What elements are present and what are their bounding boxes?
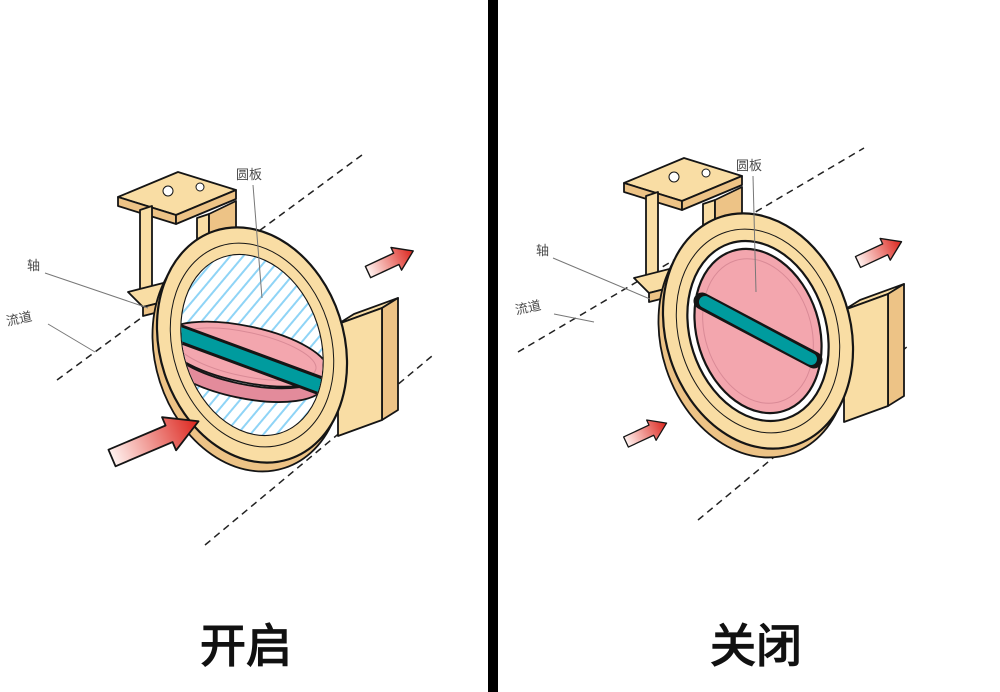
- valve-flange-block: [337, 297, 399, 437]
- flow-out-arrow: [364, 246, 414, 279]
- panel-divider: [488, 0, 498, 692]
- block-side-face: [381, 297, 399, 421]
- annotation-shaft: 轴: [536, 243, 651, 300]
- annotation-shaft: 轴: [27, 258, 149, 309]
- valve-shaft: [693, 292, 823, 369]
- annotation-disc: 圆板: [736, 158, 762, 293]
- block-side-face: [887, 283, 905, 407]
- bracket-plate-edge: [175, 189, 237, 225]
- flow-channel-label: 流道: [5, 309, 34, 329]
- open-caption: 开启: [200, 620, 292, 672]
- bolt-hole: [162, 185, 174, 197]
- ring-face-line: [169, 242, 335, 448]
- bolt-hole: [195, 182, 205, 192]
- shaft-label: 轴: [536, 243, 549, 258]
- disc-label: 圆板: [236, 167, 262, 182]
- valve-shaft: [165, 322, 342, 400]
- bolt-hole: [701, 168, 711, 178]
- bracket-plate-edge: [681, 175, 743, 211]
- open-valve-illustration: 圆板 轴 流道 开启: [5, 151, 433, 672]
- disc-label: 圆板: [736, 158, 762, 173]
- disc-rim-line: [702, 258, 814, 404]
- closed-caption: 关闭: [710, 620, 802, 672]
- ring-face-line: [675, 228, 841, 434]
- flow-in-arrow: [623, 419, 668, 448]
- annotation-flow-channel: 流道: [514, 298, 595, 323]
- bolt-hole: [668, 171, 680, 183]
- annotation-disc: 圆板: [236, 167, 263, 299]
- shaft-label: 轴: [27, 258, 40, 273]
- valve-flange-block: [843, 283, 905, 423]
- flow-out-arrow: [854, 237, 903, 269]
- closed-valve-panel: 圆板 轴 流道 关闭: [498, 0, 1000, 692]
- flow-in-arrow: [107, 416, 200, 468]
- annotation-flow-channel: 流道: [5, 309, 96, 353]
- flow-channel-label: 流道: [514, 298, 543, 318]
- shaft-bar: [171, 326, 336, 396]
- closed-valve-illustration: 圆板 轴 流道 关闭: [514, 147, 909, 672]
- open-valve-panel: 圆板 轴 流道 开启: [0, 0, 488, 692]
- shaft-bar: [699, 296, 817, 365]
